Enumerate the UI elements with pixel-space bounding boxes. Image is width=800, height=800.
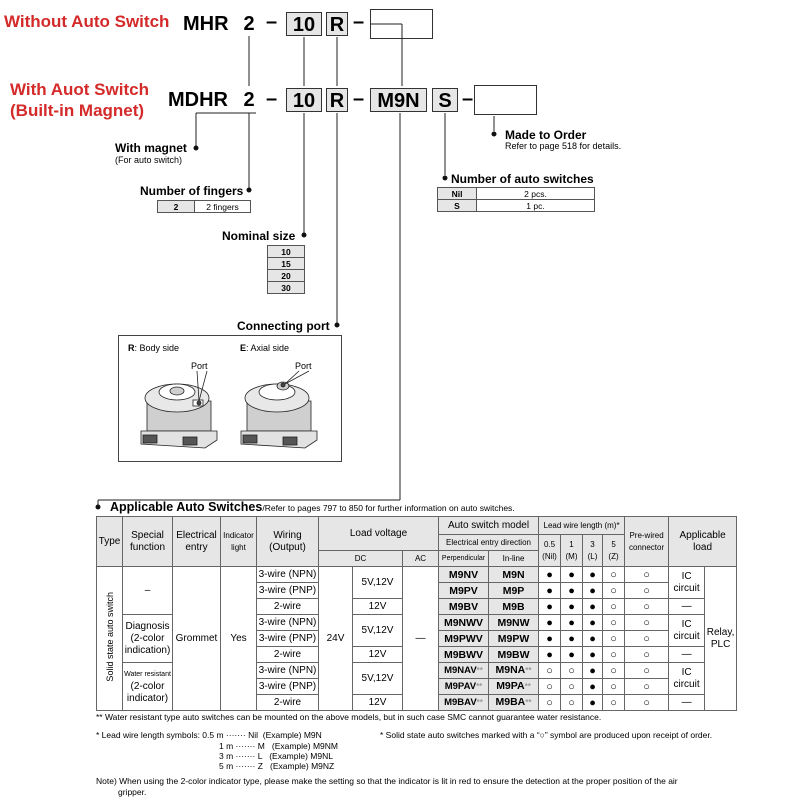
table-row: Electrical entry direction 0.5(Nil) 1(M)… bbox=[97, 534, 737, 567]
dash: – bbox=[353, 88, 365, 110]
lead-note-1: 1 m ······· M (Example) M9NM bbox=[219, 741, 338, 751]
size-code-top: 10 bbox=[286, 12, 322, 36]
auto-switch-table: Type Special function Electrical entry I… bbox=[96, 516, 738, 711]
body-side-label: R: Body side bbox=[128, 343, 180, 353]
water-note: ** Water resistant type auto switches ca… bbox=[96, 712, 602, 722]
applicable-ref: /Refer to pages 797 to 850 for further i… bbox=[262, 503, 515, 513]
fingers-code-top: 2 bbox=[243, 13, 255, 35]
port-code: R bbox=[326, 88, 348, 112]
with-magnet-sub: (For auto switch) bbox=[115, 155, 183, 165]
table-row: Type Special function Electrical entry I… bbox=[96, 516, 738, 567]
solid-state-note: * Solid state auto switches marked with … bbox=[380, 730, 713, 740]
dash: – bbox=[353, 11, 365, 33]
lead-note-5: 5 m ······· Z (Example) M9NZ bbox=[219, 761, 335, 771]
dash: – bbox=[266, 11, 278, 33]
table-row: 3-wire (PNP) M9PAV** M9PA** ○○●○ ○ bbox=[97, 678, 737, 695]
note-1: Note) When using the 2-color indicator t… bbox=[96, 776, 678, 786]
port-code-top: R bbox=[326, 12, 348, 36]
table-row: Water resistant(2-color indicator) 3-wir… bbox=[97, 662, 737, 711]
switch-count-code: S bbox=[432, 88, 458, 112]
table-row: 10 bbox=[267, 245, 305, 258]
applicable-title-line: Applicable Auto Switches/Refer to pages … bbox=[110, 500, 515, 514]
num-switches-label: Number of auto switches bbox=[451, 172, 594, 186]
built-in-magnet-label: (Built-in Magnet) bbox=[10, 101, 145, 120]
table-row: DC AC Perpendicular In-line bbox=[97, 550, 737, 567]
num-fingers-label: Number of fingers bbox=[140, 184, 244, 198]
made-to-order-label: Made to Order bbox=[505, 128, 587, 142]
made-to-order-ref: Refer to page 518 for details. bbox=[505, 141, 622, 151]
with-magnet-label: With magnet bbox=[115, 141, 187, 155]
connecting-port-label: Connecting port bbox=[237, 319, 330, 333]
size-table: 10 15 20 30 bbox=[267, 245, 305, 294]
port-label-e: Port bbox=[295, 361, 312, 371]
port-diagram: R: Body side E: Axial side Port Port bbox=[118, 335, 342, 462]
table-row: 20 bbox=[267, 269, 305, 282]
table-row: 2-wire 12V M9BWV M9BW ●●●○ ○ — bbox=[97, 646, 737, 663]
lead-note-title: * Lead wire length symbols: 0.5 m ······… bbox=[96, 730, 322, 740]
fingers-code: 2 bbox=[243, 89, 255, 111]
table-row: 15 bbox=[267, 257, 305, 270]
note-2: gripper. bbox=[118, 787, 147, 797]
table-row: 30 bbox=[267, 281, 305, 294]
port-label-r: Port bbox=[191, 361, 208, 371]
model-without: MHR bbox=[183, 13, 229, 35]
made-to-order-box bbox=[474, 85, 537, 115]
nominal-size-label: Nominal size bbox=[222, 229, 296, 243]
lead-note-3: 3 m ······· L (Example) M9NL bbox=[219, 751, 333, 761]
gripper-illustration bbox=[140, 370, 318, 449]
without-auto-switch-label: Without Auto Switch bbox=[4, 12, 170, 31]
axial-side-label: E: Axial side bbox=[240, 343, 290, 353]
connector-lines bbox=[95, 23, 497, 510]
with-auto-switch-label: With Auot Switch bbox=[10, 80, 149, 99]
applicable-title: Applicable Auto Switches bbox=[110, 500, 263, 514]
switch-code: M9N bbox=[370, 88, 427, 112]
dash: – bbox=[266, 88, 278, 110]
model-with: MDHR bbox=[168, 89, 228, 111]
dash: – bbox=[462, 88, 474, 110]
table-row: Solid state auto switch – Grommet Yes 3-… bbox=[96, 566, 738, 711]
table-row: Diagnosis (2-color indication) 3-wire (N… bbox=[97, 614, 737, 663]
table-row: 2-wire 12V M9BAV** M9BA** ○○●○ ○ — bbox=[97, 694, 737, 711]
size-code: 10 bbox=[286, 88, 322, 112]
